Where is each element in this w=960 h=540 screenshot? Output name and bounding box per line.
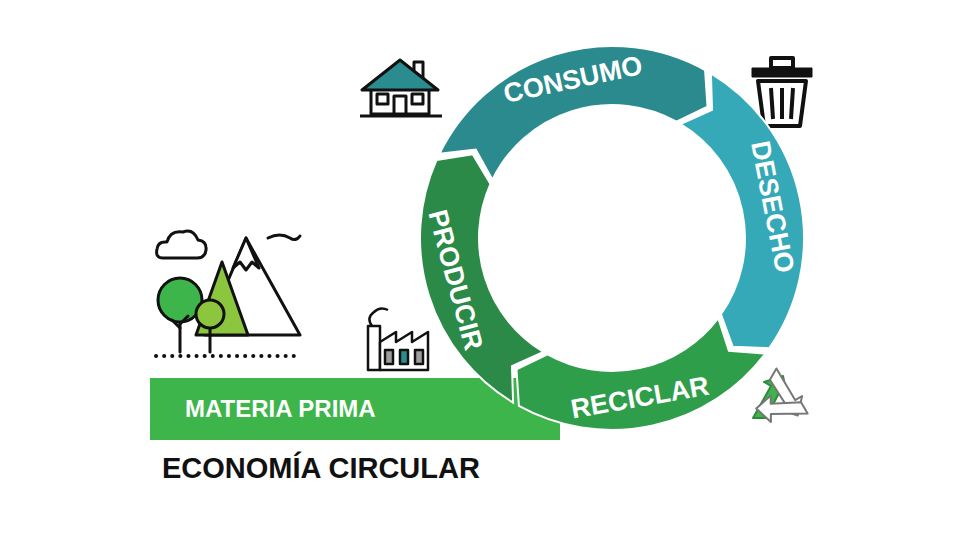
- house-window: [412, 94, 423, 104]
- smoke-line: [369, 308, 388, 326]
- tree-symbol: [196, 300, 224, 328]
- segment-label: CONSUMO: [501, 52, 645, 108]
- trash-handle: [771, 58, 793, 68]
- arrow-segment-shape: [420, 46, 804, 430]
- diagram-title: ECONOMÍA CIRCULAR: [162, 452, 480, 485]
- recycle-arrow: [754, 384, 807, 434]
- cycle-segment: DESECHO: [420, 46, 804, 430]
- tree-branch: [180, 316, 188, 324]
- house-window: [377, 94, 388, 104]
- trash-stripe: [771, 88, 773, 119]
- green-mountain: [196, 262, 248, 335]
- trash-stripe: [791, 88, 793, 119]
- trash-body: [758, 81, 806, 126]
- factory-building: [380, 332, 428, 370]
- house-icon: [360, 60, 442, 116]
- segment-label: PRODUCIR: [423, 207, 486, 353]
- segment-label: DESECHO: [746, 139, 798, 275]
- input-band: MATERIA PRIMA: [150, 378, 560, 440]
- house-door: [394, 96, 406, 114]
- snow-cap: [233, 238, 259, 270]
- band-fill: [150, 378, 560, 440]
- house-ground: [360, 115, 442, 118]
- ground-dotted-line: [156, 354, 300, 358]
- arrow-segment: [439, 46, 707, 180]
- trash-icon: [752, 58, 812, 126]
- factory-chimney: [368, 326, 380, 370]
- factory-icon: [368, 308, 428, 370]
- arrow-segment: [420, 154, 543, 402]
- factory-window: [415, 350, 423, 364]
- band-label: MATERIA PRIMA: [185, 397, 376, 421]
- arrow-segment-shape: [420, 46, 804, 430]
- trash-stripe: [780, 88, 784, 119]
- wind-line: [268, 235, 300, 240]
- cycle-segment: RECICLAR: [420, 46, 804, 430]
- arrow-segment: [681, 73, 804, 348]
- trash-lid: [752, 68, 812, 77]
- cloud-symbol: [157, 231, 207, 258]
- arrow-segment-shape: [420, 46, 804, 430]
- cycle-segment: PRODUCIR: [420, 46, 804, 430]
- recycle-icon: [753, 368, 813, 434]
- factory-window: [385, 350, 393, 364]
- arrow-segment: [516, 318, 765, 430]
- arrow-segment-shape: [420, 46, 804, 430]
- factory-window: [400, 350, 408, 364]
- segment-label: RECICLAR: [569, 373, 711, 424]
- cycle-segment: CONSUMO: [420, 46, 804, 430]
- house-roof: [362, 60, 438, 90]
- landscape-illustration: [156, 231, 300, 356]
